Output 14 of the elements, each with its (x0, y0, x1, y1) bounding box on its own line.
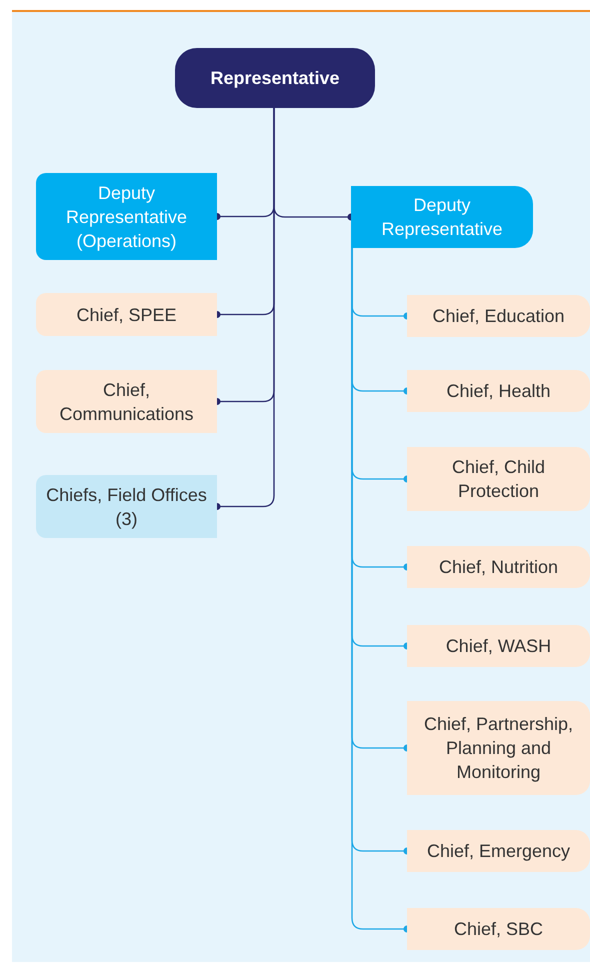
chief-box: Chief, SPEE (36, 293, 217, 336)
chief-box: Chief, Education (407, 295, 590, 337)
chief-box: Chief, SBC (407, 908, 590, 950)
deputy-box: Deputy Representative (Operations) (36, 173, 217, 260)
root-box: Representative (175, 48, 375, 108)
chief-box: Chief, Emergency (407, 830, 590, 872)
chief-box: Chief, Nutrition (407, 546, 590, 588)
deputy-box: Deputy Representative (351, 186, 533, 248)
chief-box: Chief, Health (407, 370, 590, 412)
field-office-box: Chiefs, Field Offices (3) (36, 475, 217, 538)
chief-box: Chief, Child Protection (407, 447, 590, 511)
chief-box: Chief, WASH (407, 625, 590, 667)
chief-box: Chief, Communications (36, 370, 217, 433)
chief-box: Chief, Partnership, Planning and Monitoring (407, 701, 590, 795)
